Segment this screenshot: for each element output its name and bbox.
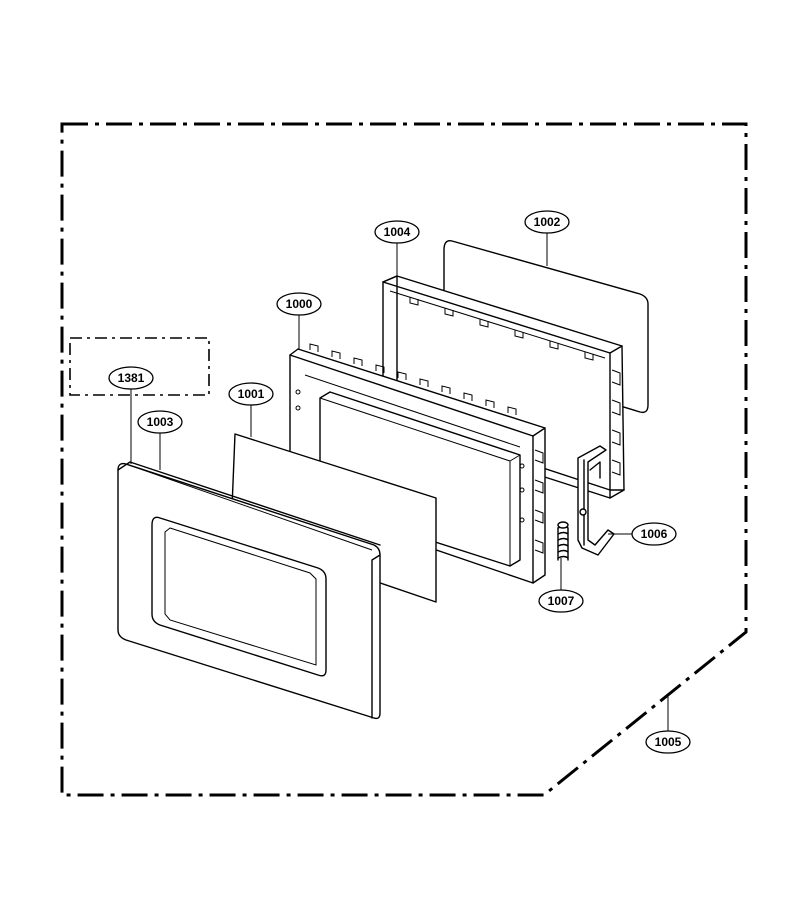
label-1381: 1381 — [118, 371, 145, 385]
callout-1002: 1002 — [524, 210, 570, 234]
callout-1004: 1004 — [374, 220, 420, 244]
part-1006-latch — [577, 445, 615, 556]
assembly-boundary — [60, 122, 748, 797]
label-1005: 1005 — [655, 735, 682, 749]
label-1006: 1006 — [641, 527, 668, 541]
leader-lines — [130, 232, 669, 731]
label-1003: 1003 — [147, 415, 174, 429]
label-1004: 1004 — [384, 225, 411, 239]
callout-1000: 1000 — [276, 292, 322, 316]
callout-1003: 1003 — [137, 410, 183, 434]
subassembly-box-1381 — [69, 337, 210, 396]
label-1002: 1002 — [534, 215, 561, 229]
part-1007-spring — [557, 521, 569, 561]
callout-1381: 1381 — [108, 366, 154, 390]
callout-1005: 1005 — [645, 730, 691, 754]
label-1000: 1000 — [286, 297, 313, 311]
callout-1001: 1001 — [228, 382, 274, 406]
label-1007: 1007 — [548, 594, 575, 608]
callout-1007: 1007 — [538, 589, 584, 613]
label-1001: 1001 — [238, 387, 265, 401]
part-1003-door-front — [117, 461, 381, 720]
callout-1006: 1006 — [631, 522, 677, 546]
